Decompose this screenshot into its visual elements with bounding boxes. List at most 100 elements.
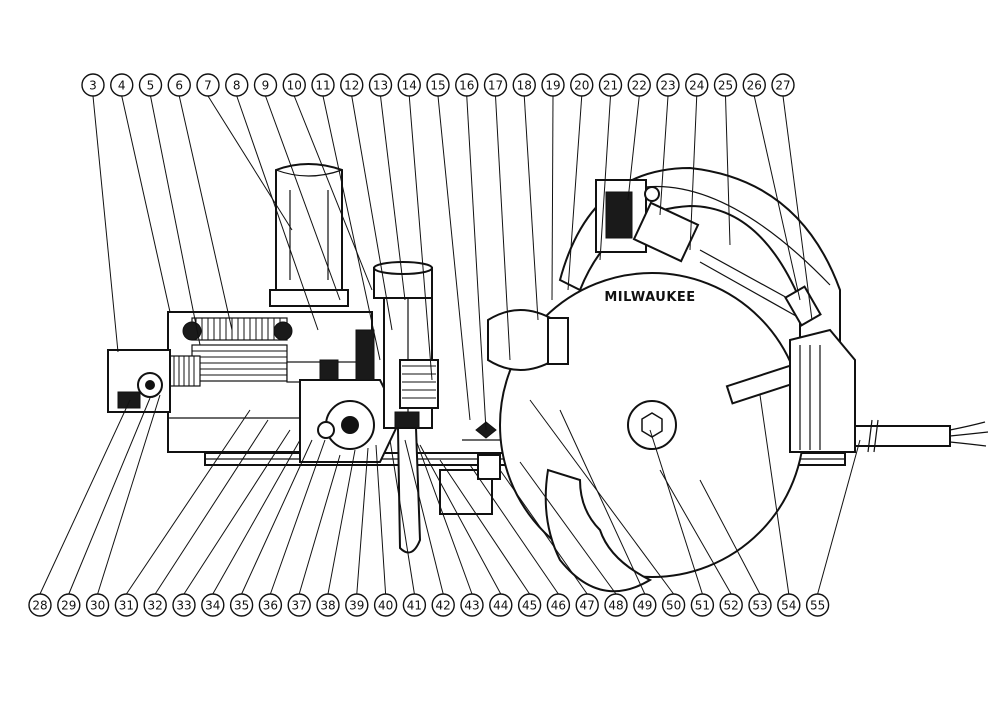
svg-text:40: 40 xyxy=(378,599,393,613)
svg-text:20: 20 xyxy=(574,79,589,93)
callout-6: 6 xyxy=(167,73,191,97)
callout-27: 27 xyxy=(771,73,795,97)
callout-30: 30 xyxy=(85,593,110,617)
leader-line xyxy=(269,439,326,595)
callout-24: 24 xyxy=(685,73,709,97)
leader-line xyxy=(236,95,319,331)
leader-line xyxy=(725,95,731,246)
callout-54: 54 xyxy=(777,593,801,617)
callout-37: 37 xyxy=(287,593,311,617)
callout-53: 53 xyxy=(748,593,772,617)
svg-text:37: 37 xyxy=(292,599,307,613)
svg-text:18: 18 xyxy=(517,79,532,93)
svg-text:43: 43 xyxy=(464,599,479,613)
svg-text:45: 45 xyxy=(522,599,537,613)
leader-line xyxy=(599,95,611,261)
svg-text:5: 5 xyxy=(147,79,155,93)
svg-text:49: 49 xyxy=(637,599,652,613)
leader-line xyxy=(327,449,356,595)
callout-10: 10 xyxy=(282,73,306,97)
svg-text:36: 36 xyxy=(263,599,278,613)
leader-line xyxy=(356,447,369,595)
callout-44: 44 xyxy=(489,593,513,617)
svg-text:7: 7 xyxy=(204,79,212,93)
callout-11: 11 xyxy=(311,73,335,97)
leader-line xyxy=(97,394,161,595)
leader-line xyxy=(380,95,406,301)
svg-text:13: 13 xyxy=(373,79,388,93)
leader-line xyxy=(567,95,583,291)
armature-shaft xyxy=(169,355,358,387)
svg-text:50: 50 xyxy=(666,599,681,613)
callout-41: 41 xyxy=(402,593,427,617)
leader-line xyxy=(207,95,293,231)
saw-drawing: MILWAUKEE xyxy=(107,163,989,593)
callout-51: 51 xyxy=(690,593,715,617)
leader-line xyxy=(121,95,171,313)
callout-48: 48 xyxy=(604,593,628,617)
callout-12: 12 xyxy=(340,73,364,97)
leader-line xyxy=(265,95,341,301)
power-cord xyxy=(854,419,989,453)
leader-line xyxy=(469,464,559,595)
callout-35: 35 xyxy=(229,593,254,617)
callout-42: 42 xyxy=(431,593,455,617)
leader-line xyxy=(659,95,669,216)
svg-text:30: 30 xyxy=(90,599,105,613)
leader-line xyxy=(293,95,373,291)
callout-49: 49 xyxy=(633,593,657,617)
svg-text:8: 8 xyxy=(233,79,241,93)
arbor-housing xyxy=(373,261,439,429)
callout-25: 25 xyxy=(713,73,738,97)
leader-line xyxy=(125,409,251,595)
svg-text:44: 44 xyxy=(493,599,508,613)
lower-blade-guard xyxy=(544,468,653,593)
svg-text:32: 32 xyxy=(148,599,163,613)
svg-text:22: 22 xyxy=(632,79,647,93)
svg-text:31: 31 xyxy=(119,599,134,613)
leader-line xyxy=(523,95,539,321)
svg-text:55: 55 xyxy=(810,599,825,613)
leader-line xyxy=(559,409,646,595)
leader-line xyxy=(322,95,381,361)
leader-line xyxy=(627,95,640,201)
callout-50: 50 xyxy=(661,593,686,617)
svg-text:28: 28 xyxy=(32,599,47,613)
callout-13: 13 xyxy=(368,73,393,97)
svg-text:19: 19 xyxy=(545,79,560,93)
callout-23: 23 xyxy=(656,73,680,97)
callout-18: 18 xyxy=(512,73,536,97)
front-knob xyxy=(487,309,569,371)
leader-line xyxy=(150,95,201,346)
leader-line xyxy=(439,459,531,595)
callout-29: 29 xyxy=(57,593,81,617)
callout-21: 21 xyxy=(598,73,623,97)
leader-line xyxy=(782,95,813,321)
leader-line xyxy=(298,454,341,595)
callout-55: 55 xyxy=(805,593,830,617)
leader-line xyxy=(39,399,131,595)
callout-20: 20 xyxy=(570,73,594,97)
svg-text:29: 29 xyxy=(61,599,76,613)
svg-text:35: 35 xyxy=(234,599,249,613)
svg-text:4: 4 xyxy=(118,79,126,93)
leader-line xyxy=(759,394,790,595)
svg-text:12: 12 xyxy=(344,79,359,93)
leader-line xyxy=(649,429,703,595)
svg-text:15: 15 xyxy=(430,79,445,93)
leader-line xyxy=(404,439,444,595)
leader-line xyxy=(92,95,119,353)
brand-label: MILWAUKEE xyxy=(604,290,695,305)
leader-line xyxy=(419,444,502,595)
leader-line xyxy=(495,95,511,361)
svg-text:48: 48 xyxy=(608,599,623,613)
svg-text:47: 47 xyxy=(580,599,595,613)
svg-text:23: 23 xyxy=(660,79,675,93)
leader-line xyxy=(241,439,313,595)
callout-5: 5 xyxy=(138,73,163,97)
svg-text:52: 52 xyxy=(724,599,739,613)
leader-line xyxy=(351,95,393,331)
svg-text:11: 11 xyxy=(315,79,330,93)
svg-text:14: 14 xyxy=(402,79,417,93)
